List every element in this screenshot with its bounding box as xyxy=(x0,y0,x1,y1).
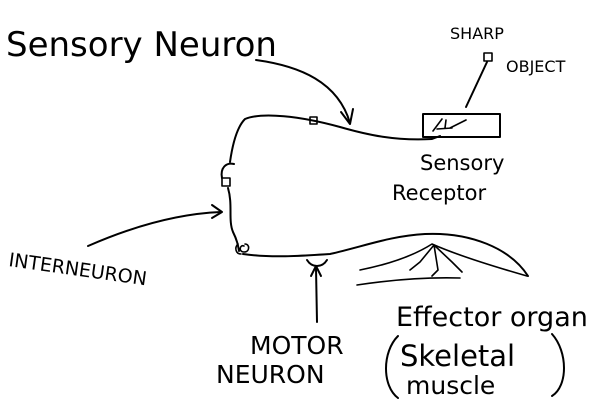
skeletal-label: Skeletal xyxy=(400,339,515,373)
interneuron-synapse-square xyxy=(222,178,230,186)
interneuron-upper-arc xyxy=(222,164,234,178)
interneuron-body xyxy=(228,188,239,251)
motor-neuron-fiber xyxy=(243,234,528,276)
motor-neuron-arrow xyxy=(316,268,317,322)
receptor-nerve-ending xyxy=(433,119,466,131)
interneuron-arrow xyxy=(88,212,221,246)
effector-left-bracket xyxy=(386,336,398,398)
sensory-receptor-label-line1: Sensory xyxy=(420,151,504,175)
sharp-object-label-line1: SHARP xyxy=(450,24,504,43)
motor-neuron-label-line1: MOTOR xyxy=(250,331,344,360)
muscle-label: muscle xyxy=(406,371,495,400)
motor-neuron-label-line2: NEURON xyxy=(216,360,325,389)
sensory-receptor-box xyxy=(423,114,500,137)
sensory-neuron-label: Sensory Neuron xyxy=(6,25,277,65)
effector-muscle-lower-edge xyxy=(357,278,460,285)
interneuron-label: INTERNEURON xyxy=(7,249,148,290)
sensory-neuron-fiber xyxy=(230,116,440,162)
effector-muscle-outline xyxy=(360,244,527,276)
sensory-receptor-label-line2: Receptor xyxy=(392,181,486,205)
effector-organ-label: Effector organ xyxy=(396,302,588,333)
motor-neuron-ending-bump xyxy=(307,260,327,266)
sensory-neuron-arrow xyxy=(256,60,350,123)
sharp-object-label-line2: OBJECT xyxy=(506,57,566,76)
effector-nerve-branches xyxy=(410,245,462,276)
sharp-object-arrow xyxy=(466,62,487,107)
sharp-object-marker xyxy=(484,53,492,61)
effector-right-bracket xyxy=(552,334,564,396)
